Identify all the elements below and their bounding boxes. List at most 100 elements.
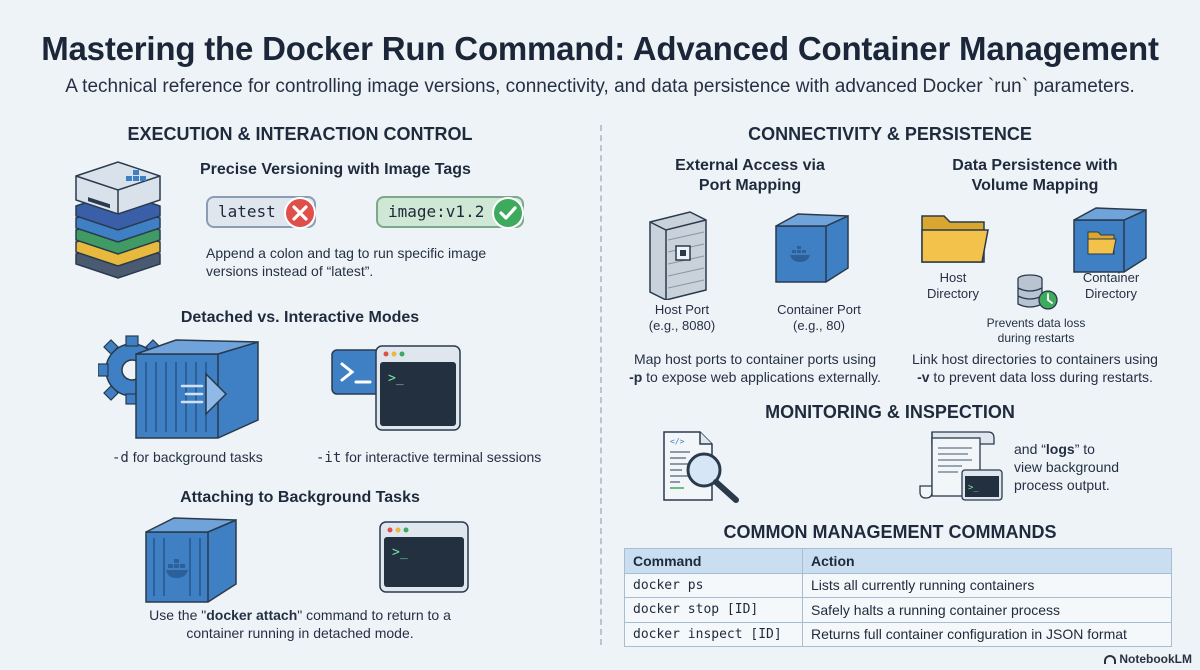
volume-mapping-title: Data Persistence with Volume Mapping <box>910 156 1160 196</box>
table-cell-command: docker inspect [ID] <box>624 621 803 647</box>
table-cell-action: Returns full container configuration in … <box>802 621 1172 647</box>
host-port-label-line2: (e.g., 8080) <box>648 318 716 333</box>
container-port-label-line1: Container Port <box>777 302 861 317</box>
commands-section-title: COMMON MANAGEMENT COMMANDS <box>723 522 1057 542</box>
container-directory-label: Container Directory <box>1066 270 1156 302</box>
page-subtitle: A technical reference for controlling im… <box>65 76 1135 97</box>
detached-flag: -d <box>112 450 129 466</box>
versioned-tag-label: image:v1.2 <box>388 202 485 221</box>
notebooklm-logo-icon <box>1104 655 1117 664</box>
port-desc-line2-wrap: -p to expose web applications externally… <box>610 368 900 386</box>
attach-desc-post: " command to return to a <box>297 607 451 623</box>
port-desc-line2: to expose web applications externally. <box>642 369 881 385</box>
attach-description: Use the "docker attach" command to retur… <box>60 606 540 642</box>
attach-terminal-icon: >_ <box>379 521 469 593</box>
page-title: Mastering the Docker Run Command: Advanc… <box>41 30 1159 67</box>
host-server-wall-icon <box>649 211 707 300</box>
container-port-label-line2: (e.g., 80) <box>792 318 846 333</box>
section-divider <box>600 125 602 645</box>
versioning-title: Precise Versioning with Image Tags <box>200 161 471 178</box>
attach-desc-line1: Use the "docker attach" command to retur… <box>60 606 540 624</box>
host-directory-label: Host Directory <box>910 270 996 302</box>
latest-tag-label: latest <box>218 202 276 221</box>
logs-desc-bold: logs <box>1045 441 1075 457</box>
port-title-line2: Port Mapping <box>698 177 802 194</box>
attach-terminal-prompt: >_ <box>392 545 408 560</box>
table-cell-action: Lists all currently running containers <box>802 572 1172 598</box>
attach-title: Attaching to Background Tasks <box>180 489 420 506</box>
host-folder-icon <box>921 215 989 263</box>
logs-desc-line1: and “logs” to <box>1014 440 1164 458</box>
logs-terminal-prompt: >_ <box>968 483 979 493</box>
attach-desc-cmd: docker attach <box>206 607 298 623</box>
table-cell-action: Safely halts a running container process <box>802 597 1172 623</box>
table-row: docker ps Lists all currently running co… <box>624 572 1172 598</box>
logs-desc-line2: view background <box>1014 459 1120 475</box>
execution-section-title: EXECUTION & INTERACTION CONTROL <box>127 124 473 144</box>
container-port-label: Container Port (e.g., 80) <box>760 302 878 334</box>
logs-terminal-icon: >_ <box>919 431 1003 501</box>
detached-text: for background tasks <box>128 449 263 465</box>
logs-desc-pre: and “ <box>1014 441 1046 457</box>
error-x-icon <box>284 197 316 229</box>
interactive-text: for interactive terminal sessions <box>341 449 542 465</box>
volume-desc-line2-wrap: -v to prevent data loss during restarts. <box>902 368 1168 386</box>
logs-desc-line3: process output. <box>1014 477 1110 493</box>
volume-flag: -v <box>917 369 930 385</box>
detached-container-icon <box>98 335 259 439</box>
modes-title: Detached vs. Interactive Modes <box>180 309 420 326</box>
versioning-description: Append a colon and tag to run specific i… <box>206 244 526 280</box>
volume-mapping-description: Link host directories to containers usin… <box>902 350 1168 386</box>
detached-caption: -d for background tasks <box>112 448 312 467</box>
attach-desc-pre: Use the " <box>149 607 207 623</box>
volume-desc-line2: to prevent data loss during restarts. <box>929 369 1153 385</box>
interactive-flag: -it <box>316 450 342 466</box>
host-port-label-line1: Host Port <box>654 302 710 317</box>
host-dir-line1: Host <box>939 270 967 285</box>
data-loss-line1: Prevents data loss <box>986 316 1086 330</box>
notebooklm-label: NotebookLM <box>1119 652 1192 666</box>
port-title-line1: External Access via <box>675 157 825 174</box>
data-loss-note: Prevents data loss during restarts <box>966 316 1106 346</box>
port-mapping-description: Map host ports to container ports using … <box>610 350 900 386</box>
container-port-icon <box>775 213 849 283</box>
container-dir-line2: Directory <box>1084 286 1137 301</box>
table-row: docker stop [ID] Safely halts a running … <box>624 597 1172 623</box>
volume-desc-line1: Link host directories to containers usin… <box>912 351 1158 367</box>
logs-desc-post: ” to <box>1074 441 1095 457</box>
port-desc-line1: Map host ports to container ports using <box>633 351 877 367</box>
table-cell-command: docker stop [ID] <box>624 597 803 623</box>
host-dir-line2: Directory <box>926 286 979 301</box>
table-header-action: Action <box>802 548 1172 574</box>
volume-title-line1: Data Persistence with <box>952 157 1118 174</box>
versioning-desc-line2: versions instead of “latest”. <box>206 263 374 279</box>
terminal-prompt: >_ <box>388 371 404 386</box>
container-dir-line1: Container <box>1082 270 1140 285</box>
notebooklm-brand: NotebookLM <box>1104 652 1192 666</box>
table-header-command: Command <box>624 548 803 574</box>
table-header-row: Command Action <box>624 548 1172 574</box>
table-row: docker inspect [ID] Returns full contain… <box>624 621 1172 647</box>
data-loss-line2: during restarts <box>997 331 1075 345</box>
host-port-label: Host Port (e.g., 8080) <box>634 302 730 334</box>
connectivity-section-title: CONNECTIVITY & PERSISTENCE <box>748 124 1032 144</box>
code-file-tag: </> <box>670 437 685 446</box>
interactive-caption: -it for interactive terminal sessions <box>316 448 576 467</box>
interactive-terminal-icon: >_ <box>331 345 461 431</box>
monitoring-section-title: MONITORING & INSPECTION <box>765 402 1015 422</box>
versioning-desc-line1: Append a colon and tag to run specific i… <box>206 245 487 261</box>
port-flag: -p <box>629 369 643 385</box>
inspect-magnifier-icon: </> <box>663 431 739 503</box>
image-layers-stack-icon <box>75 161 161 279</box>
table-cell-command: docker ps <box>624 572 803 598</box>
success-check-icon <box>492 197 524 229</box>
commands-table: Command Action docker ps Lists all curre… <box>624 548 1172 647</box>
commands-table-wrap: Command Action docker ps Lists all curre… <box>624 548 1172 647</box>
container-directory-icon <box>1073 207 1147 273</box>
attach-desc-line2: container running in detached mode. <box>186 625 414 641</box>
port-mapping-title: External Access via Port Mapping <box>630 156 870 196</box>
volume-title-line2: Volume Mapping <box>971 177 1099 194</box>
database-icon <box>1017 274 1058 310</box>
docker-container-icon <box>145 517 237 603</box>
logs-description: and “logs” to view background process ou… <box>1014 440 1164 494</box>
